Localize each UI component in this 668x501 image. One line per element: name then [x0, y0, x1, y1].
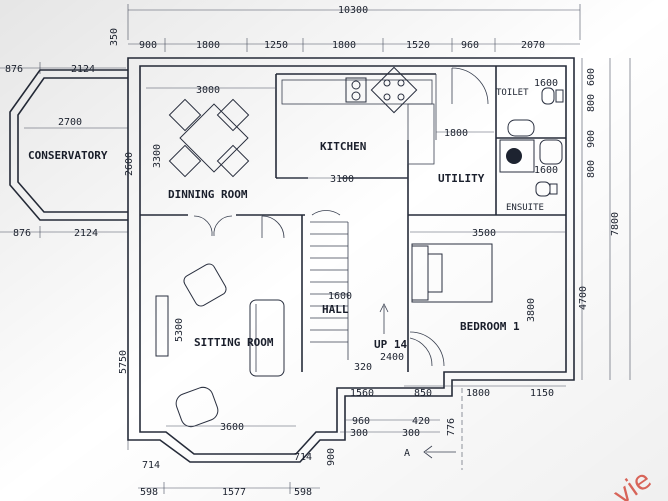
sitting-word-1: SITTING ROOM — [194, 336, 274, 349]
dim-800a: 800 — [586, 94, 597, 112]
dim-420: 420 — [412, 416, 430, 427]
room-label-sitting: SITTING ROOM — [194, 336, 274, 349]
dim-598-right: 598 — [294, 487, 312, 498]
dinning-width: 3000 — [196, 85, 220, 96]
dim-876-top: 876 — [5, 64, 23, 75]
section-marker: A — [404, 448, 410, 459]
dim-900: 900 — [139, 40, 157, 51]
dim-7800: 7800 — [610, 212, 621, 236]
dim-350: 350 — [109, 28, 120, 46]
toilet-width: 1600 — [534, 78, 558, 89]
dim-300b: 300 — [402, 428, 420, 439]
dim-800b: 800 — [586, 160, 597, 178]
room-label-hall: HALL — [322, 303, 349, 316]
room-label-kitchen: KITCHEN — [320, 140, 366, 153]
dim-776: 776 — [446, 418, 457, 436]
room-label-toilet: TOILET — [496, 88, 529, 98]
dim-300a: 300 — [350, 428, 368, 439]
dim-600: 600 — [586, 68, 597, 86]
utility-dim: 1800 — [444, 128, 468, 139]
hall-dim-2400: 2400 — [380, 352, 404, 363]
room-label-ensuite: ENSUITE — [506, 203, 544, 213]
dim-320: 320 — [354, 362, 372, 373]
ensuite-width: 1600 — [534, 165, 558, 176]
room-label-utility: UTILITY — [438, 172, 485, 185]
hall-width: 1600 — [328, 291, 352, 302]
room-label-conservatory: CONSERVATORY — [28, 149, 108, 162]
dim-598-left: 598 — [140, 487, 158, 498]
dim-1800b: 1800 — [332, 40, 356, 51]
bedroom-width: 3500 — [472, 228, 496, 239]
dim-960: 960 — [461, 40, 479, 51]
conservatory-depth: 2600 — [124, 152, 135, 176]
dim-1577: 1577 — [222, 487, 246, 498]
dim-1250: 1250 — [264, 40, 288, 51]
dim-1560: 1560 — [350, 388, 374, 399]
dim-1800a: 1800 — [196, 40, 220, 51]
sitting-depth: 5300 — [174, 318, 185, 342]
dim-2124-mid: 2124 — [74, 228, 98, 239]
dim-1520: 1520 — [406, 40, 430, 51]
dim-850: 850 — [414, 388, 432, 399]
dim-4700: 4700 — [578, 286, 589, 310]
stair-label: UP 14 — [374, 338, 407, 351]
room-label-dinning: DINNING ROOM — [168, 188, 248, 201]
conservatory-width: 2700 — [58, 117, 82, 128]
dim-714-right: 714 — [294, 452, 312, 463]
room-label-bedroom: BEDROOM 1 — [460, 320, 520, 333]
overall-width: 10300 — [338, 5, 368, 16]
dim-900r: 900 — [586, 130, 597, 148]
dim-1150: 1150 — [530, 388, 554, 399]
dim-876-mid: 876 — [13, 228, 31, 239]
sitting-width: 3600 — [220, 422, 244, 433]
dim-714-left: 714 — [142, 460, 160, 471]
dim-1800r: 1800 — [466, 388, 490, 399]
dim-2070: 2070 — [521, 40, 545, 51]
dim-900-bay: 900 — [326, 448, 337, 466]
bedroom-depth: 3800 — [526, 298, 537, 322]
dinning-depth: 3300 — [152, 144, 163, 168]
kitchen-width: 3100 — [330, 174, 354, 185]
dim-960f: 960 — [352, 416, 370, 427]
